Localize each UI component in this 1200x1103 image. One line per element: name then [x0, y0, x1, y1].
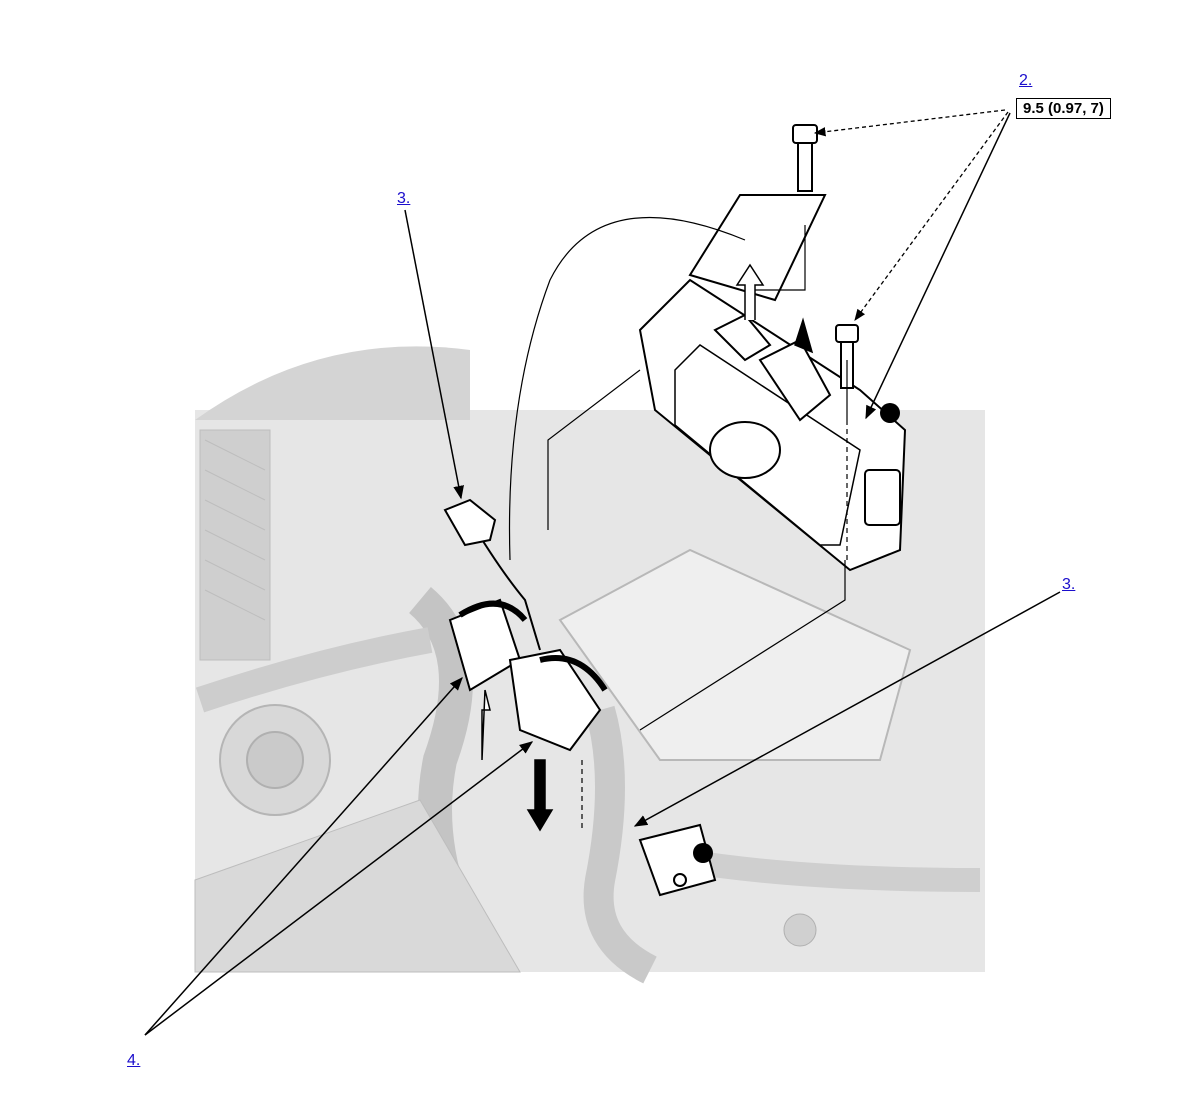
direction-arrows [481, 263, 814, 832]
connector-assembly [448, 598, 608, 752]
ground-bracket [638, 823, 717, 897]
callout-item-2-link[interactable]: 2. [1019, 72, 1033, 89]
reference-dot [693, 843, 713, 863]
mounting-bolt [792, 124, 818, 192]
torque-spec-label: 9.5 (0.97, 7) [1016, 98, 1111, 119]
guide-lines [508, 216, 848, 731]
callout-item-3-lower-link[interactable]: 3. [1062, 576, 1076, 593]
leader-lines [144, 109, 1061, 1036]
callout-item-4-link[interactable]: 4. [127, 1052, 141, 1069]
reference-dot [880, 403, 900, 423]
harness-connector [443, 498, 497, 547]
control-module [638, 194, 907, 572]
callout-item-3-upper-link[interactable]: 3. [397, 190, 411, 207]
